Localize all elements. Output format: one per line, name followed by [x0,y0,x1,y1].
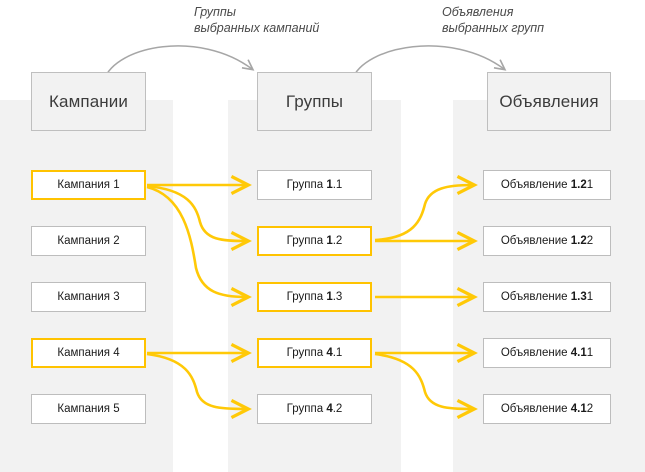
ad-item-1-2-2-label: Объявление 1.22 [500,235,594,247]
column-header-ads-label: Объявления [499,91,599,111]
campaign-item-3-label: Кампания 3 [57,291,120,303]
group-item-4-1[interactable]: Группа 4.1 [257,338,372,368]
campaign-item-5-label: Кампания 5 [57,403,120,415]
campaign-item-2-label: Кампания 2 [57,235,120,247]
annotation-arrow-campaigns-to-groups [103,45,255,81]
ad-item-1-2-1-label: Объявление 1.21 [500,179,594,191]
flow-group12-to-ad121 [374,174,478,242]
group-item-4-1-label: Группа 4.1 [286,347,343,359]
column-header-groups-label: Группы [285,91,344,111]
group-item-1-2[interactable]: Группа 1.2 [257,226,372,256]
ad-item-4-1-1[interactable]: Объявление 4.11 [483,338,611,368]
ad-item-4-1-1-label: Объявление 4.11 [500,347,594,359]
column-header-campaigns[interactable]: Кампании [31,72,146,131]
ad-item-4-1-2-label: Объявление 4.12 [500,403,594,415]
flow-group41-to-ad412 [374,352,478,420]
ad-item-1-3-1[interactable]: Объявление 1.31 [483,282,611,312]
annotation-arrow-groups-to-ads [351,45,507,81]
column-header-ads[interactable]: Объявления [487,72,611,131]
ad-item-1-3-1-label: Объявление 1.31 [500,291,594,303]
campaign-item-2[interactable]: Кампания 2 [31,226,146,256]
campaign-item-5[interactable]: Кампания 5 [31,394,146,424]
group-item-1-1-label: Группа 1.1 [286,179,343,191]
column-header-groups[interactable]: Группы [257,72,372,131]
group-item-1-2-label: Группа 1.2 [286,235,343,247]
group-item-1-1[interactable]: Группа 1.1 [257,170,372,200]
ad-item-4-1-2[interactable]: Объявление 4.12 [483,394,611,424]
group-item-4-2-label: Группа 4.2 [286,403,343,415]
ad-item-1-2-2[interactable]: Объявление 1.22 [483,226,611,256]
flow-campaign1-to-group12 [146,184,252,252]
annotation-label-groups-of-selected-campaigns: Группы выбранных кампаний [194,5,320,35]
campaign-item-4[interactable]: Кампания 4 [31,338,146,368]
campaign-item-1[interactable]: Кампания 1 [31,170,146,200]
flow-campaign1-to-group13 [146,185,252,308]
campaign-item-3[interactable]: Кампания 3 [31,282,146,312]
campaign-item-4-label: Кампания 4 [57,347,120,359]
group-item-4-2[interactable]: Группа 4.2 [257,394,372,424]
flow-campaign4-to-group42 [146,352,252,420]
column-header-campaigns-label: Кампании [49,91,128,111]
ad-item-1-2-1[interactable]: Объявление 1.21 [483,170,611,200]
campaign-item-1-label: Кампания 1 [57,179,120,191]
group-item-1-3-label: Группа 1.3 [286,291,343,303]
group-item-1-3[interactable]: Группа 1.3 [257,282,372,312]
annotation-label-ads-of-selected-groups: Объявления выбранных групп [442,5,545,35]
